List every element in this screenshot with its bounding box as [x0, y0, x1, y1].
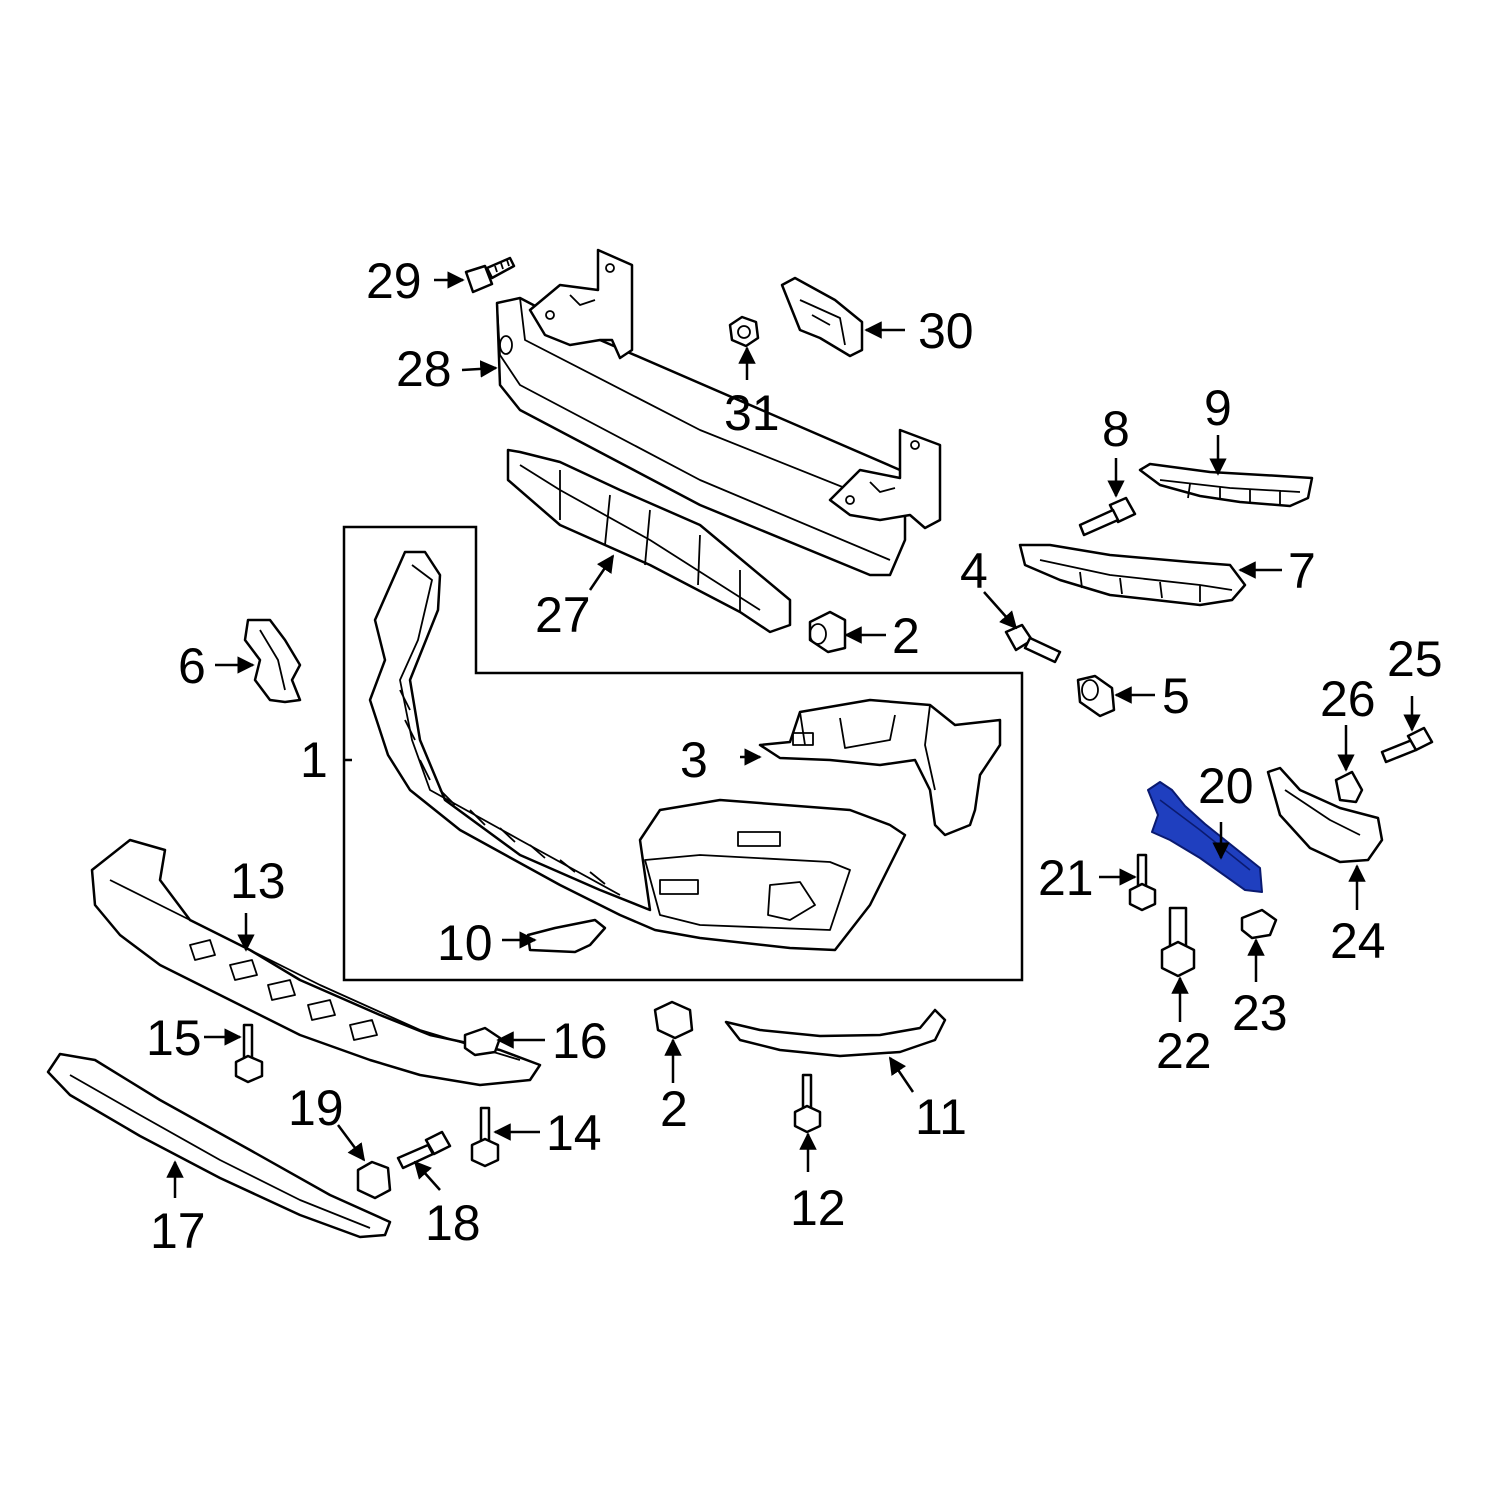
part-30-bracket[interactable] — [780, 276, 864, 358]
callout-5: 5 — [1162, 668, 1190, 724]
part-29-bolt[interactable] — [464, 256, 516, 294]
callout-15: 15 — [146, 1010, 202, 1066]
part-17-lower-trim[interactable] — [46, 1052, 392, 1239]
part-11-bracket[interactable] — [724, 1008, 947, 1058]
part-2-clip-upper[interactable] — [808, 610, 847, 654]
part-3-bracket[interactable] — [758, 698, 1002, 837]
callout-1: 1 — [300, 732, 328, 788]
part-4-bolt[interactable] — [1004, 623, 1062, 664]
part-16-nut[interactable] — [463, 1026, 502, 1057]
callout-18: 18 — [425, 1195, 481, 1251]
part-7-bracket[interactable] — [1018, 543, 1247, 607]
callout-20: 20 — [1198, 758, 1254, 814]
part-10-bracket[interactable] — [526, 918, 607, 954]
callout-2-upper: 2 — [892, 608, 920, 664]
part-21-bolt[interactable] — [1128, 853, 1157, 912]
callout-4: 4 — [960, 543, 988, 599]
part-25-bolt[interactable] — [1380, 726, 1434, 764]
callout-6: 6 — [178, 638, 206, 694]
callout-14: 14 — [546, 1105, 602, 1161]
part-23-nut[interactable] — [1240, 908, 1278, 940]
callout-12: 12 — [790, 1180, 846, 1236]
callout-labels: 29 28 30 31 8 9 7 4 5 2 27 6 1 3 10 13 1… — [146, 253, 1443, 1259]
part-20-support-bracket[interactable] — [1147, 781, 1263, 893]
assembly-group-frame — [342, 525, 1024, 982]
callout-10: 10 — [437, 915, 493, 971]
part-6-bracket[interactable] — [243, 618, 302, 704]
callout-26: 26 — [1320, 671, 1376, 727]
part-12-screw[interactable] — [793, 1073, 822, 1134]
callout-31: 31 — [724, 385, 780, 441]
callout-17: 17 — [150, 1203, 206, 1259]
callout-19: 19 — [288, 1080, 344, 1136]
part-13-lower-valance[interactable] — [90, 838, 542, 1087]
callout-25: 25 — [1387, 631, 1443, 687]
callout-21: 21 — [1038, 850, 1094, 906]
callout-11: 11 — [915, 1089, 967, 1145]
callout-13: 13 — [230, 853, 286, 909]
callout-16: 16 — [552, 1013, 608, 1069]
part-5-clip[interactable] — [1076, 674, 1116, 718]
part-2-clip-lower[interactable] — [653, 1000, 694, 1040]
callout-7: 7 — [1288, 543, 1316, 599]
part-24-bracket[interactable] — [1266, 766, 1384, 864]
callout-27: 27 — [535, 587, 591, 643]
callout-3: 3 — [680, 732, 708, 788]
callout-29: 29 — [366, 253, 422, 309]
callout-30: 30 — [918, 303, 974, 359]
part-14-bolt[interactable] — [470, 1106, 500, 1168]
callout-22: 22 — [1156, 1023, 1212, 1079]
part-28-reinforcement-bar[interactable] — [495, 248, 942, 577]
part-22-bolt[interactable] — [1160, 906, 1196, 978]
part-15-bolt[interactable] — [234, 1023, 264, 1084]
callout-24: 24 — [1330, 913, 1386, 969]
callout-28: 28 — [396, 341, 452, 397]
part-19-clip[interactable] — [356, 1160, 392, 1200]
callout-9: 9 — [1204, 380, 1232, 436]
callout-23: 23 — [1232, 985, 1288, 1041]
callout-8: 8 — [1102, 401, 1130, 457]
part-9-bracket[interactable] — [1138, 462, 1314, 508]
leader-arrows — [166, 271, 1421, 1198]
part-27-energy-absorber[interactable] — [506, 448, 792, 634]
callout-2-lower: 2 — [660, 1081, 688, 1137]
part-8-bolt[interactable] — [1078, 496, 1137, 537]
part-26-nut[interactable] — [1334, 770, 1364, 804]
part-31-nut[interactable] — [728, 315, 760, 348]
part-18-bolt[interactable] — [396, 1130, 452, 1170]
part-1-bumper-cover[interactable] — [368, 550, 907, 952]
